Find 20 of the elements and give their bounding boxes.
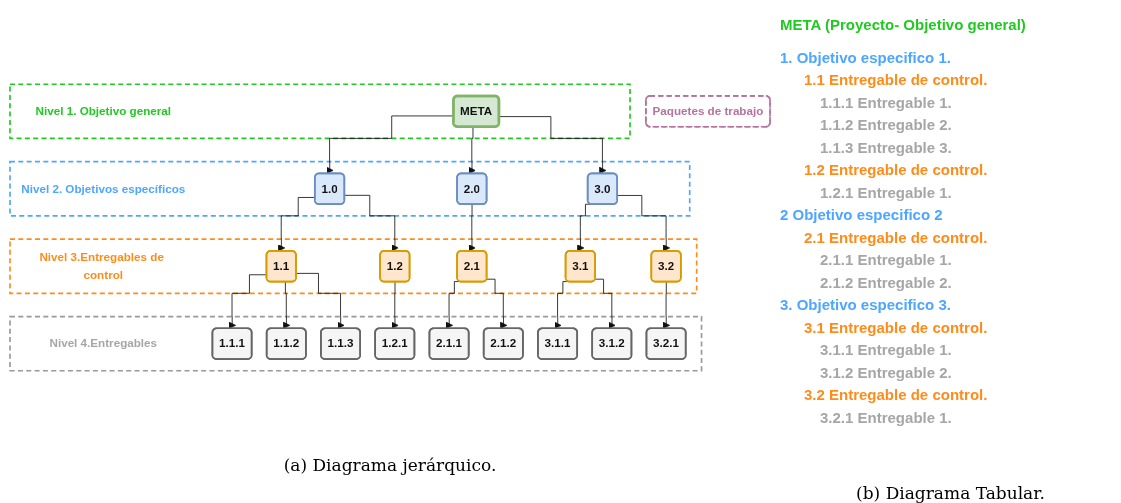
list-item: 2 Objetivo especifico 2: [780, 205, 943, 225]
figure-caption: (b) Diagrama Tabular.: [855, 483, 1046, 503]
list-item: 2.1.1 Entregable 1.: [819, 250, 952, 270]
list-item: 1.1.2 Entregable 2.: [819, 115, 952, 135]
list-item: 2.1.2 Entregable 2.: [819, 272, 952, 293]
list-item: 3.1.1 Entregable 1.: [819, 340, 952, 360]
list-item: 1.2.1 Entregable 1.: [819, 182, 952, 203]
list-item: 1.1 Entregable de control.: [803, 70, 988, 90]
list-item: 3.1.2 Entregable 2.: [819, 362, 952, 383]
list-item: 3. Objetivo especifico 3.: [780, 295, 951, 315]
list-item: 3.2 Entregable de control.: [803, 385, 988, 405]
list-item: 1. Objetivo especifico 1.: [780, 47, 951, 68]
list-item: 3.2.1 Entregable 1.: [819, 407, 952, 428]
list-item: 3.1 Entregable de control.: [803, 317, 988, 338]
list-heading: META (Proyecto- Objetivo general): [780, 15, 1026, 35]
figure-caption: (a) Diagrama jerárquico.: [283, 455, 497, 475]
list-item: 2.1 Entregable de control.: [803, 227, 988, 248]
list-item: 1.1.1 Entregable 1.: [819, 92, 952, 113]
list-item: 1.1.3 Entregable 3.: [819, 137, 952, 158]
list-item: 1.2 Entregable de control.: [803, 160, 988, 180]
